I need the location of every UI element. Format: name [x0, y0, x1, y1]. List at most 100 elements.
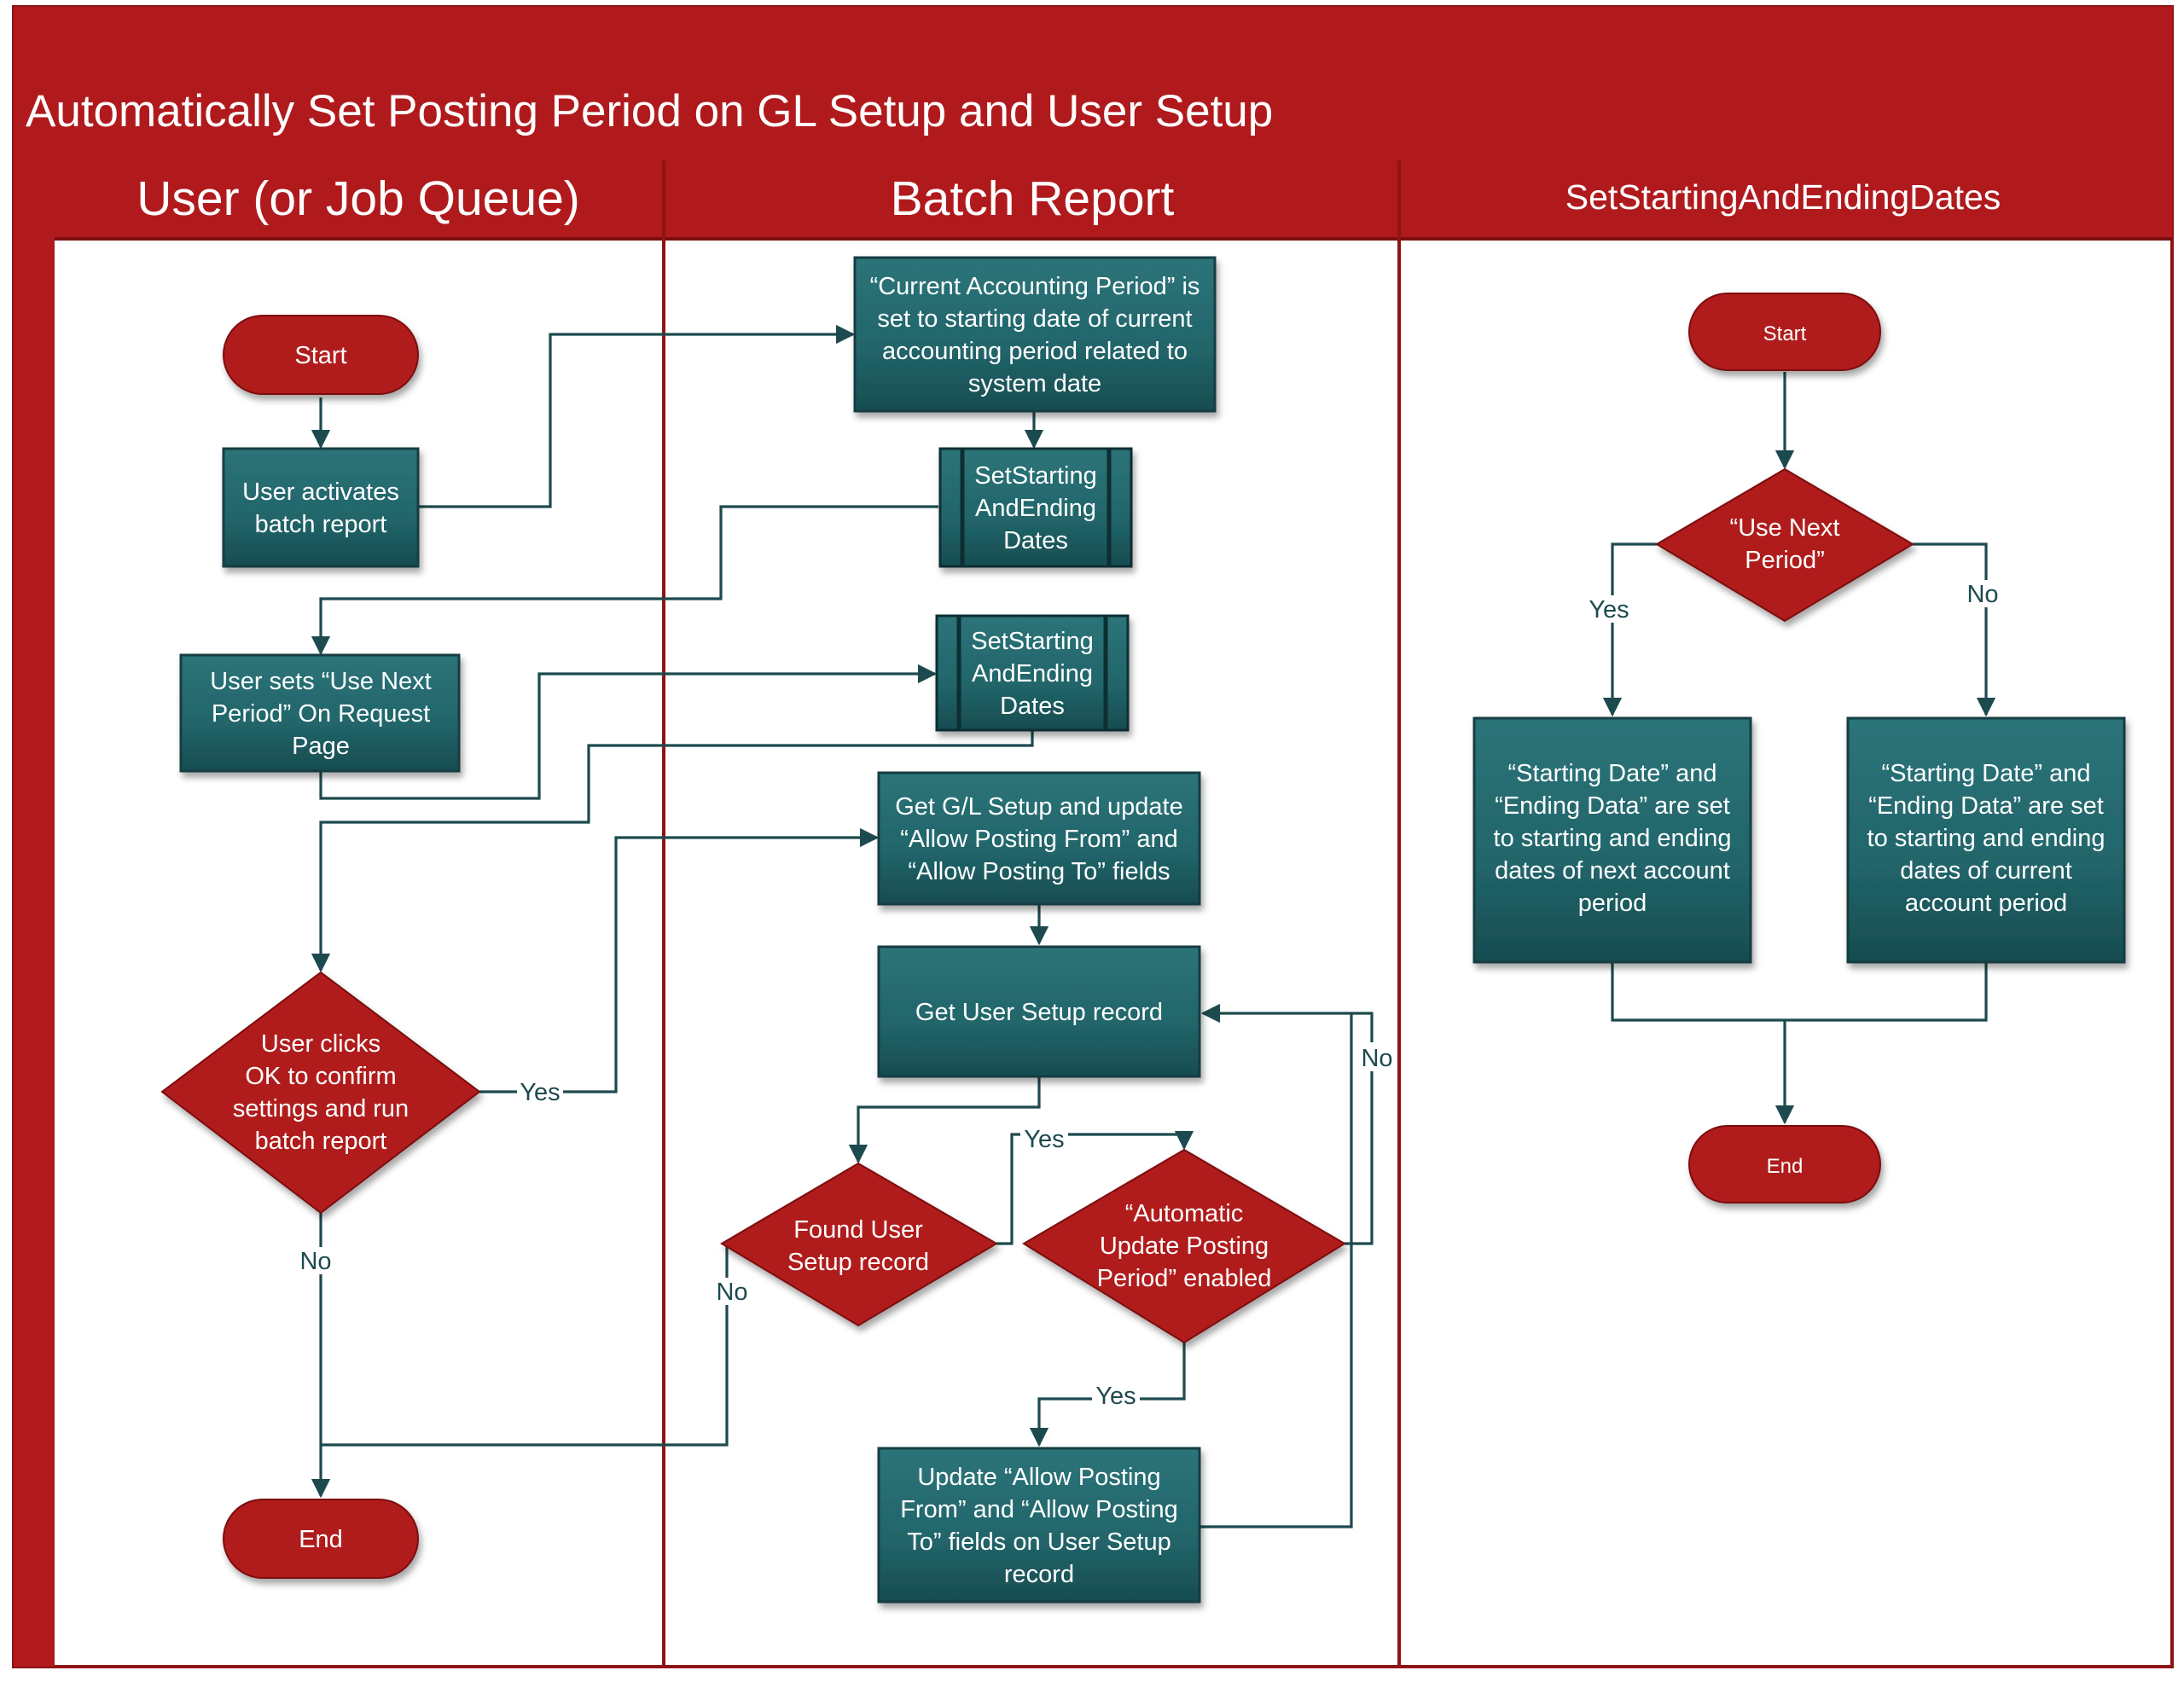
- node-b-sub2: [935, 614, 1130, 732]
- lane-header-band: [55, 160, 2172, 239]
- nodes: [160, 256, 2126, 1604]
- node-label-line: Period”: [1745, 547, 1825, 574]
- node-label-line: To” fields on User Setup: [907, 1528, 1170, 1556]
- node-u-setnext: [179, 653, 461, 773]
- node-b-sub1: [938, 447, 1133, 568]
- node-b-usersetup: [877, 945, 1201, 1078]
- node-label-line: “Ending Data” are set: [1495, 792, 1730, 820]
- node-label-line: Setup record: [787, 1249, 929, 1276]
- lane-header-setdates: SetStartingAndEndingDates: [1565, 177, 2001, 217]
- node-label-line: dates of next account: [1495, 857, 1730, 884]
- left-pool-band: [14, 160, 55, 1667]
- node-u-activate: [222, 447, 420, 568]
- node-label-line: system date: [968, 370, 1101, 397]
- node-label-line: batch report: [255, 1128, 387, 1155]
- node-label-line: Start: [294, 342, 346, 369]
- node-label-line: Page: [292, 733, 350, 760]
- edge-found-yes-to-auto: [996, 1130, 1194, 1245]
- node-b-current: [853, 256, 1217, 413]
- node-s-usenext: [1655, 467, 1914, 623]
- node-label-line: Dates: [1000, 693, 1065, 720]
- node-b-glsetup: [877, 771, 1201, 906]
- node-label-line: From” and “Allow Posting: [900, 1496, 1178, 1523]
- node-b-update: [877, 1447, 1201, 1604]
- node-label-line: End: [1767, 1155, 1804, 1178]
- node-u-start: [223, 315, 419, 395]
- node-label-line: “Starting Date” and: [1881, 760, 2090, 787]
- node-label-line: batch report: [255, 511, 387, 538]
- node-label-line: “Use Next: [1730, 514, 1840, 542]
- node-u-confirm: [160, 971, 481, 1215]
- edge-label-auto-no: No: [1361, 1045, 1392, 1072]
- node-label-line: to starting and ending: [1867, 825, 2106, 852]
- node-label-u-confirm: User clicks OK to confirm settings and run…: [233, 1030, 409, 1155]
- edge-activate-to-current: [418, 324, 856, 508]
- node-label-line: User sets “Use Next: [210, 668, 431, 695]
- node-label-line: Start: [1763, 322, 1807, 345]
- node-label-s-current: “Starting Date” and “Ending Data” are set…: [1867, 760, 2106, 917]
- node-s-next: [1472, 716, 1752, 964]
- node-label-line: Update Posting: [1100, 1232, 1269, 1260]
- node-label-line: Dates: [1003, 527, 1068, 554]
- node-label-line: End: [299, 1526, 343, 1553]
- node-label-line: Period” On Request: [212, 700, 430, 728]
- node-label-line: SetStarting: [974, 462, 1096, 490]
- edge-next-to-end: [1611, 962, 1795, 1125]
- lane-header-batch: Batch Report: [891, 171, 1175, 226]
- node-label-line: AndEnding: [972, 660, 1093, 687]
- node-label-u-activate: User activates batch report: [242, 478, 399, 538]
- edge-auto-no-to-usersetup: [1200, 1003, 1374, 1245]
- node-label-line: “Ending Data” are set: [1868, 792, 2104, 820]
- node-label-line: “Allow Posting To” fields: [908, 858, 1170, 885]
- edge-labels: Yes No Yes No Yes No Yes No: [299, 580, 2005, 1411]
- edge-label-confirm-yes: Yes: [520, 1079, 560, 1106]
- node-label-s-end: End: [1767, 1155, 1804, 1178]
- node-label-line: to starting and ending: [1494, 825, 1732, 852]
- edge-label-auto-yes: Yes: [1095, 1383, 1136, 1410]
- edge-usenext-no: [1913, 542, 1996, 717]
- node-label-line: “Allow Posting From” and: [900, 826, 1178, 853]
- node-label-line: dates of current: [1900, 857, 2072, 884]
- title-bar: [14, 7, 2172, 160]
- node-label-line: Get G/L Setup and update: [895, 793, 1183, 821]
- node-label-line: settings and run: [233, 1095, 409, 1122]
- node-label-b-glsetup: Get G/L Setup and update “Allow Posting F…: [895, 793, 1183, 885]
- node-label-line: User clicks: [261, 1030, 380, 1058]
- edge-current-to-end: [1785, 962, 1988, 1022]
- node-label-line: AndEnding: [975, 495, 1096, 522]
- node-s-start: [1688, 293, 1881, 371]
- edge-usenext-yes: [1602, 542, 1657, 717]
- lane-header-user: User (or Job Queue): [136, 171, 580, 226]
- node-s-end: [1688, 1125, 1881, 1204]
- diagram-title: Automatically Set Posting Period on GL S…: [26, 86, 1273, 136]
- edge-label-found-no: No: [716, 1279, 747, 1306]
- node-label-line: account period: [1905, 890, 2067, 917]
- node-b-auto: [1022, 1148, 1346, 1344]
- node-label-line: Get User Setup record: [915, 999, 1163, 1026]
- node-label-u-start: Start: [294, 342, 346, 369]
- node-label-s-next: “Starting Date” and“Ending Data” are set…: [1494, 760, 1732, 917]
- node-label-line: “Current Accounting Period” is: [870, 273, 1200, 300]
- node-label-b-usersetup: Get User Setup record: [915, 999, 1163, 1026]
- node-label-u-end: End: [299, 1526, 343, 1553]
- edge-usersetup-to-found: [848, 1076, 1041, 1164]
- node-label-line: OK to confirm: [245, 1063, 396, 1090]
- node-b-found: [720, 1162, 998, 1327]
- node-s-current: [1846, 716, 2126, 964]
- node-label-line: SetStarting: [971, 628, 1093, 655]
- edge-label-found-yes: Yes: [1024, 1126, 1064, 1153]
- node-label-line: User activates: [242, 478, 399, 506]
- node-label-line: accounting period related to: [882, 338, 1188, 365]
- edge-sub1-to-setnext: [311, 505, 938, 656]
- edge-setnext-to-sub2: [319, 664, 938, 800]
- node-u-end: [223, 1499, 419, 1579]
- edge-sub2-to-confirm: [311, 730, 1034, 973]
